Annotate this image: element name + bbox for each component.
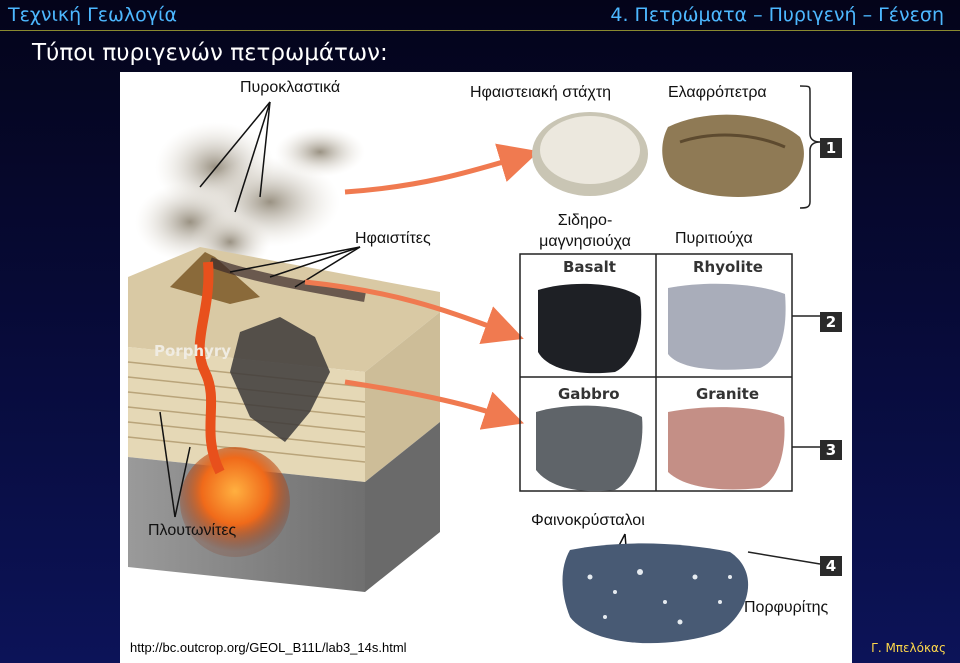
- magma-conduit: [194, 261, 225, 475]
- eruption-cloud: [135, 122, 365, 272]
- gabbro-label: Gabbro: [558, 385, 620, 403]
- section-title: 4. Πετρώματα – Πυριγενή – Γένεση: [610, 4, 944, 26]
- magma-chamber: [180, 447, 290, 557]
- slide-header: Τεχνική Γεωλογία 4. Πετρώματα – Πυριγενή…: [0, 0, 960, 31]
- gabbro-sample: [536, 405, 643, 492]
- volcano-cone: [170, 252, 260, 304]
- plutonic-label: Πλουτωνίτες: [148, 522, 237, 539]
- slide-title: Τύποι πυριγενών πετρωμάτων:: [32, 40, 388, 66]
- mafic-label: Σιδηρο- μαγνησιούχα: [539, 212, 631, 250]
- figure-panel: Πυροκλαστικά Ηφαιστειακή στάχτη Ελαφρόπε…: [120, 72, 852, 663]
- rhyolite-label: Rhyolite: [693, 258, 763, 276]
- porphyritic-label: Πορφυρίτης: [744, 599, 829, 616]
- intrusion: [230, 317, 330, 442]
- porphyry-sample: [562, 543, 749, 644]
- block-side: [365, 312, 440, 482]
- igneous-rocks-figure: [127, 85, 835, 644]
- arrows: [304, 143, 540, 430]
- rhyolite-sample: [668, 283, 786, 370]
- course-title: Τεχνική Γεωλογία: [8, 4, 178, 26]
- marker-3: 3: [820, 440, 842, 460]
- pyroclastic-label: Πυροκλαστικά: [240, 79, 341, 96]
- granite-label: Granite: [696, 385, 759, 403]
- pumice-sample: [662, 114, 804, 197]
- header-divider: [0, 30, 960, 31]
- bedrock-side: [365, 422, 440, 592]
- granite-sample: [668, 407, 785, 490]
- volcanic-label: Ηφαιστίτες: [355, 230, 431, 247]
- basalt-label: Basalt: [563, 258, 616, 276]
- phenocrysts-label: Φαινοκρύσταλοι: [531, 512, 645, 529]
- marker-4: 4: [820, 556, 842, 576]
- pumice-label: Ελαφρόπετρα: [668, 84, 767, 101]
- basalt-sample: [538, 283, 642, 374]
- source-reference: http://bc.outcrop.org/GEOL_B11L/lab3_14s…: [130, 640, 407, 655]
- marker-2: 2: [820, 312, 842, 332]
- phenocryst-speckles: [587, 569, 732, 625]
- volcanic-ash-label: Ηφαιστειακή στάχτη: [470, 84, 612, 101]
- author-credit: Γ. Μπελόκας: [871, 641, 946, 655]
- felsic-label: Πυριτιούχα: [675, 230, 753, 247]
- porphyry-diagram-label: Porphyry: [154, 342, 232, 360]
- marker-1: 1: [820, 138, 842, 158]
